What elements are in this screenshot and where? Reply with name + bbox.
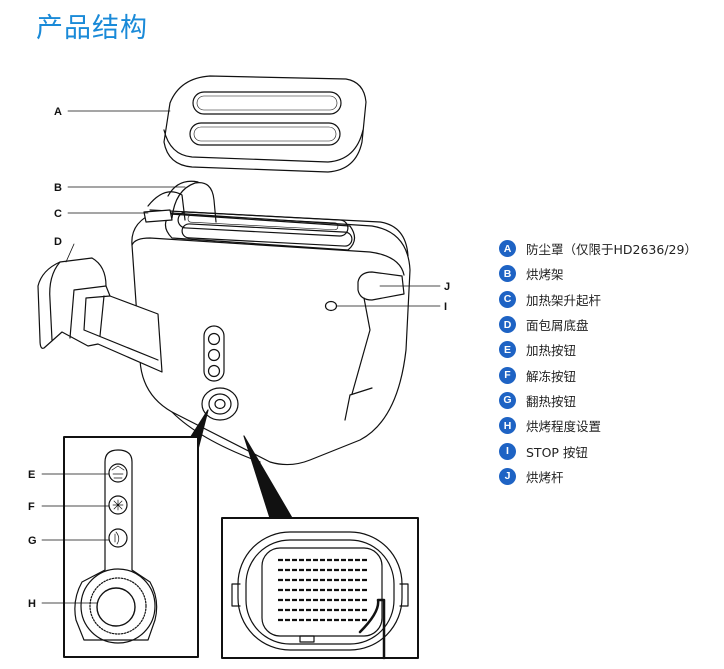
legend-item: H 烘烤程度设置 (499, 413, 719, 438)
legend-badge: I (499, 442, 516, 460)
page-title: 产品结构 (36, 13, 148, 44)
callout-A: A (54, 106, 62, 118)
bottom-view-inset (221, 517, 419, 660)
callout-B: B (54, 182, 62, 194)
crumb-tray-illustration (37, 257, 163, 373)
callout-I: I (444, 301, 447, 313)
callout-H: H (28, 598, 36, 610)
legend-item: J 烘烤杆 (499, 464, 719, 489)
callout-G: G (28, 535, 37, 547)
legend-badge: G (499, 391, 516, 409)
control-panel-inset (41, 436, 199, 658)
legend-item: I STOP 按钮 (499, 438, 719, 463)
legend-label: 翻热按钮 (526, 393, 577, 409)
dust-cover-illustration (163, 75, 367, 173)
legend-item: F 解冻按钮 (499, 362, 719, 387)
legend-item: G 翻热按钮 (499, 388, 719, 413)
legend-badge: C (499, 290, 516, 308)
legend-label: 烘烤杆 (526, 469, 564, 485)
callout-leaders (65, 110, 441, 307)
legend-badge: B (499, 265, 516, 283)
legend-label: 加热按钮 (526, 343, 577, 359)
legend-badge: A (499, 240, 516, 258)
legend-item: C 加热架升起杆 (499, 287, 719, 312)
callout-C: C (54, 208, 62, 220)
callout-F: F (28, 501, 35, 513)
legend-label: 加热架升起杆 (526, 292, 602, 308)
legend-item: A 防尘罩（仅限于HD2636/29） (499, 236, 719, 261)
legend-label: 烘烤架 (526, 267, 564, 283)
callout-J: J (444, 281, 450, 293)
toaster-body-illustration (131, 180, 411, 466)
legend-badge: H (499, 417, 516, 435)
legend-badge: E (499, 341, 516, 359)
parts-legend: A 防尘罩（仅限于HD2636/29） B 烘烤架 C 加热架升起杆 D 面包屑… (499, 236, 719, 489)
legend-badge: F (499, 366, 516, 384)
legend-label: 面包屑底盘 (526, 318, 589, 334)
legend-label: 解冻按钮 (526, 368, 577, 384)
callout-D: D (54, 236, 62, 248)
legend-item: B 烘烤架 (499, 261, 719, 286)
legend-item: D 面包屑底盘 (499, 312, 719, 337)
legend-badge: J (499, 467, 516, 485)
legend-label: STOP 按钮 (526, 444, 588, 460)
legend-label: 烘烤程度设置 (526, 419, 602, 435)
legend-label: 防尘罩（仅限于HD2636/29） (526, 242, 697, 258)
legend-item: E 加热按钮 (499, 337, 719, 362)
callout-E: E (28, 469, 35, 481)
legend-badge: D (499, 316, 516, 334)
